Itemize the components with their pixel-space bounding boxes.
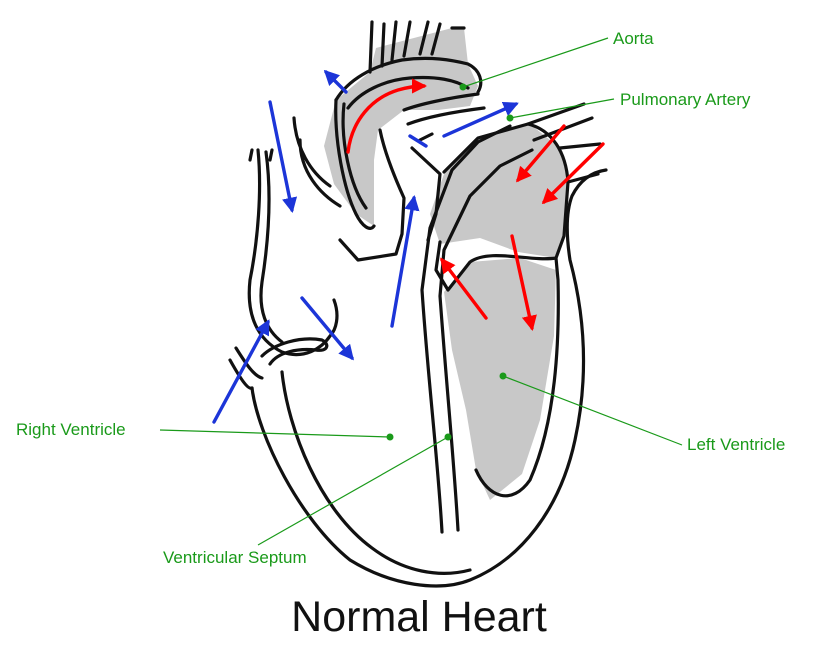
arrow-pulmonary-vein-1 [516,124,566,183]
pulmonary-artery-leader-line [509,98,615,119]
arrow-right-atrium-to-ventricle [300,296,354,361]
pulmonary-artery-label: Pulmonary Artery [620,90,751,109]
arrow-left-atrium-to-ventricle [510,234,537,331]
superior-vena-cava [248,148,274,162]
aorta-leader-line [462,37,609,88]
arrow-pulmonary-vein-2 [541,142,605,205]
arrow-aorta-flow [346,78,428,154]
arrow-pulmonary-out [442,101,519,138]
ventricular-septum-leader-line [257,436,449,546]
inferior-vena-cava [228,346,264,390]
aorta-outline [334,98,376,230]
arrow-pulmonary-slash [408,134,428,148]
left-ventricle-inner-wall [474,256,560,498]
aorta-leader-dot [459,83,467,91]
arrow-upper-left-vessel [323,69,348,94]
pulmonary-artery-outline [338,92,486,262]
right-ventricle-label: Right Ventricle [16,420,126,439]
arrow-left-ventricle-up [440,257,488,320]
arrow-right-ventricle-up [390,194,420,328]
aorta-arch-outline [334,56,470,110]
right-atrium-outer [259,150,284,344]
diagram-title: Normal Heart [291,593,547,641]
left-ventricle-leader-dot [499,372,507,380]
ventricular-septum-wall [420,124,512,534]
right-ventricle-inner-wall [280,370,472,575]
arrow-inferior-vena-cava [212,319,270,424]
aorta-top-branches [368,20,483,94]
pulmonary-trunk [410,132,442,242]
ventricular-septum-leader-dot [444,433,452,441]
tricuspid-valve [260,337,329,366]
ventricular-septum-label: Ventricular Septum [163,548,307,567]
right-ventricle-leader-line [159,429,391,438]
pulmonary-artery-leader-dot [506,114,514,122]
left-ventricle-leader-line [502,375,683,446]
left-ventricle-label: Left Ventricle [687,435,786,454]
left-ventricle-chamber [444,258,556,500]
left-coronary [292,116,342,208]
right-ventricle-leader-dot [386,433,394,441]
heart-outer-wall [250,168,608,588]
left-atrium-outline [434,122,570,292]
arrow-superior-vena-cava [268,100,298,213]
aorta-label: Aorta [613,29,654,48]
